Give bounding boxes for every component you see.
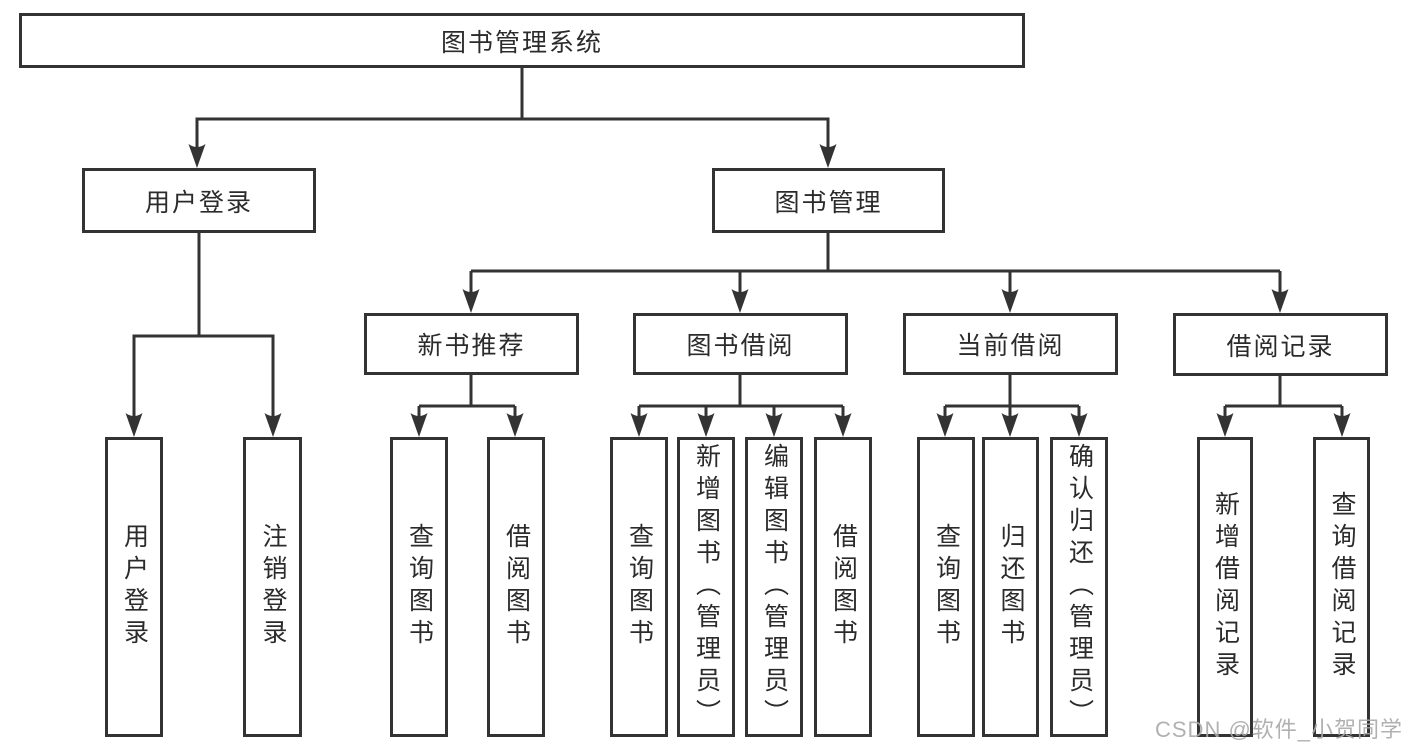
leaf-label: 查询图书 [932, 523, 961, 651]
leaf-borrow-books: 借阅图书 [814, 437, 872, 737]
leaf-label: 注销登录 [259, 523, 287, 651]
leaf-label: 归还图书 [997, 523, 1025, 651]
node-label: 借阅记录 [1226, 332, 1335, 361]
leaf-label: 查询图书 [405, 523, 434, 651]
leaf-edit-books-admin: 编辑图书（管理员） [745, 437, 803, 737]
leaf-label: 新增图书（管理员） [692, 443, 721, 731]
leaf-label: 确认归还（管理员） [1065, 443, 1094, 731]
leaf-borrow-books-newbook: 借阅图书 [487, 437, 545, 737]
node-borrowing-records: 借阅记录 [1173, 313, 1388, 376]
node-new-book-recommendation: 新书推荐 [364, 313, 579, 375]
node-user-login: 用户登录 [82, 168, 316, 233]
node-label: 用户登录 [144, 188, 253, 217]
node-label: 图书借阅 [686, 332, 795, 360]
leaf-add-borrow-record: 新增借阅记录 [1197, 437, 1253, 737]
leaf-return-books: 归还图书 [982, 437, 1039, 737]
leaf-query-books-newbook: 查询图书 [390, 437, 448, 737]
leaf-label: 借阅图书 [502, 523, 531, 651]
leaf-query-borrow-record: 查询借阅记录 [1313, 437, 1370, 737]
arrowheads [125, 144, 1351, 437]
leaf-label: 编辑图书（管理员） [760, 443, 789, 731]
node-book-borrowing: 图书借阅 [633, 313, 848, 375]
node-label: 当前借阅 [956, 332, 1065, 360]
leaf-label: 新增借阅记录 [1211, 491, 1240, 683]
leaf-user-login: 用户登录 [105, 437, 163, 737]
node-label: 图书管理 [774, 188, 883, 217]
csdn-watermark: CSDN @软件_小贺同学 [1155, 717, 1404, 742]
leaf-label: 用户登录 [120, 523, 149, 651]
leaf-logout: 注销登录 [243, 437, 302, 737]
leaf-query-books-current: 查询图书 [917, 437, 975, 737]
leaf-query-books-borrow: 查询图书 [610, 437, 668, 737]
leaf-label: 借阅图书 [829, 523, 858, 651]
node-current-borrowing: 当前借阅 [903, 313, 1118, 375]
leaf-add-books-admin: 新增图书（管理员） [677, 437, 735, 737]
node-library-management-system: 图书管理系统 [19, 13, 1025, 68]
leaf-label: 查询借阅记录 [1328, 491, 1356, 683]
node-book-management: 图书管理 [712, 168, 945, 233]
leaf-label: 查询图书 [625, 523, 654, 651]
leaf-confirm-return-admin: 确认归还（管理员） [1050, 437, 1108, 737]
node-label: 新书推荐 [417, 332, 526, 360]
node-label: 图书管理系统 [440, 28, 603, 57]
